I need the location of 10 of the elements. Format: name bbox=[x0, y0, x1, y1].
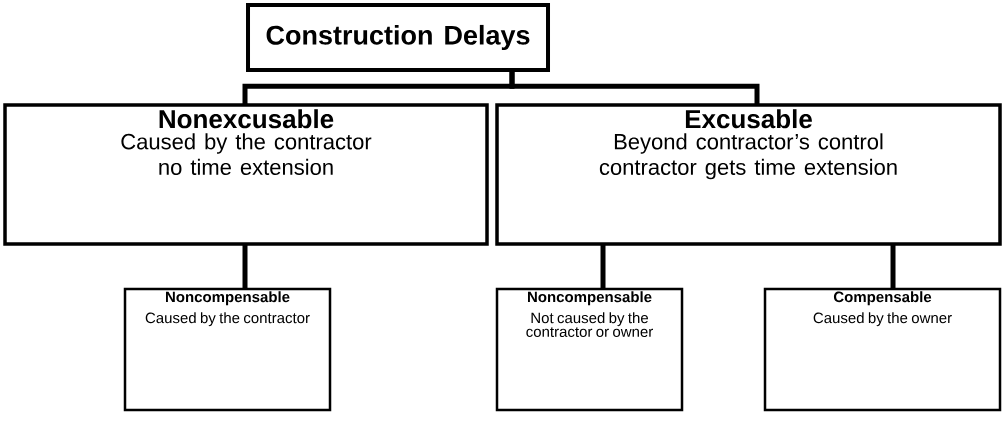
connector-line bbox=[890, 244, 896, 289]
connector-line bbox=[509, 70, 760, 105]
connector-line bbox=[600, 244, 606, 289]
title-box: Construction Delays bbox=[246, 3, 550, 72]
subcategory-box: Noncompensable Not caused by the contractor or owner bbox=[495, 287, 684, 412]
category-box: Excusable Beyond contractor’s control contractor gets time extension bbox=[495, 103, 1002, 246]
subcategory-box: Compensable Caused by the owner bbox=[763, 287, 1002, 412]
connector-line bbox=[242, 244, 248, 289]
category-box: Nonexcusable Caused by the contractor no time extension bbox=[3, 103, 489, 246]
subcategory-box: Noncompensable Caused by the contractor bbox=[123, 287, 332, 412]
